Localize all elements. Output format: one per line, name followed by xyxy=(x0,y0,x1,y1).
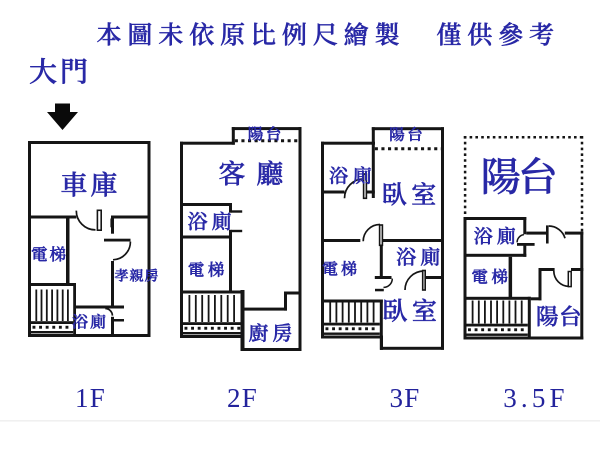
svg-text:3F: 3F xyxy=(390,383,421,413)
svg-text:2F: 2F xyxy=(227,383,258,413)
svg-text:3.5F: 3.5F xyxy=(503,383,569,413)
svg-text:1F: 1F xyxy=(75,383,106,413)
